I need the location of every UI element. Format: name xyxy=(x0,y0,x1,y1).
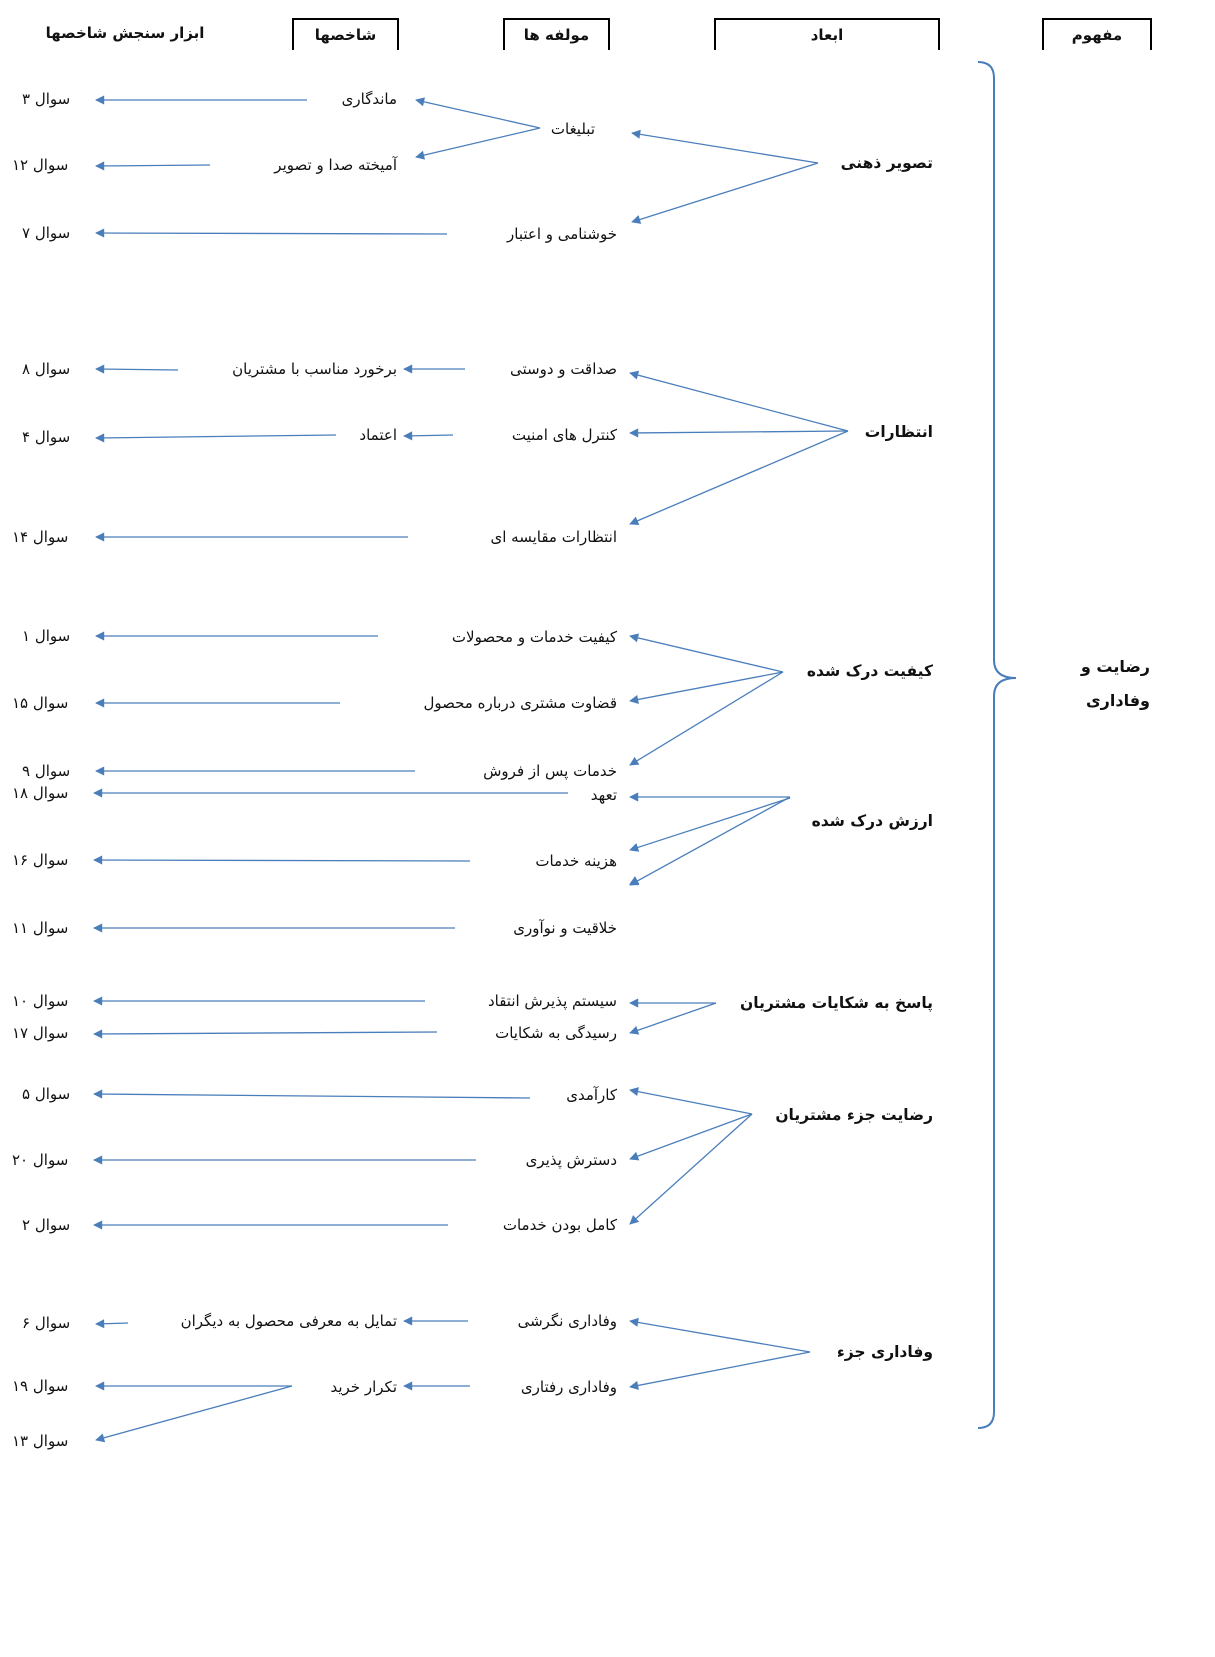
component-comparative: انتظارات مقایسه ای xyxy=(490,528,617,546)
concept-bracket xyxy=(977,61,1017,1429)
question-9: سوال ۹ xyxy=(22,762,71,780)
dimension-expectations: انتظارات xyxy=(864,423,933,441)
component-honesty: صداقت و دوستی xyxy=(510,360,617,378)
arrow-trust-q4 xyxy=(95,433,337,443)
arrow-value-commitment2 xyxy=(629,876,640,885)
question-15: سوال ۱۵ xyxy=(12,694,69,712)
arrow-ads-retention xyxy=(415,97,541,129)
header-components: مولفه ها xyxy=(503,18,610,50)
component-after-sales: خدمات پس از فروش xyxy=(483,762,617,780)
arrow-handling-q17 xyxy=(93,1029,438,1039)
arrow-image-reputation xyxy=(631,162,819,224)
arrow-quality-judgment xyxy=(629,671,784,704)
question-3: سوال ۳ xyxy=(22,90,71,108)
arrow-audiovisual-q12 xyxy=(95,161,211,171)
component-reputation: خوشنامی و اعتبار xyxy=(507,225,617,243)
indicator-retention: ماندگاری xyxy=(341,90,397,108)
question-20: سوال ۲۰ xyxy=(12,1151,69,1169)
component-ads: تبلیغات xyxy=(550,120,595,138)
component-behavioral: وفاداری رفتاری xyxy=(520,1378,617,1396)
indicator-repurchase: تکرار خرید xyxy=(330,1378,397,1396)
component-efficiency: کارآمدی xyxy=(566,1086,617,1104)
arrow-efficiency-q5 xyxy=(93,1089,531,1099)
arrow-exp-comparative xyxy=(629,430,849,525)
indicator-audio-visual: آمیخته صدا و تصویر xyxy=(274,156,397,174)
arrow-complaints-handling xyxy=(629,1002,717,1035)
component-completeness: کامل بودن خدمات xyxy=(502,1216,617,1234)
component-service-quality: کیفیت خدمات و محصولات xyxy=(451,628,617,646)
question-18: سوال ۱۸ xyxy=(12,784,69,802)
question-6: سوال ۶ xyxy=(22,1314,71,1332)
arrow-satisfaction-access xyxy=(629,1113,753,1161)
header-instrument: ابزار سنجش شاخصها xyxy=(45,24,205,42)
indicator-recommend: تمایل به معرفی محصول به دیگران xyxy=(180,1312,397,1330)
arrow-reputation-q7 xyxy=(95,228,448,238)
dimension-loyalty: وفاداری جزء xyxy=(836,1343,933,1361)
question-17: سوال ۱۷ xyxy=(12,1024,69,1042)
question-8: سوال ۸ xyxy=(22,360,71,378)
arrow-image-ads xyxy=(631,129,819,164)
indicator-trust: اعتماد xyxy=(359,426,397,444)
header-dimensions: ابعاد xyxy=(714,18,940,50)
arrow-recommend-q6 xyxy=(95,1319,129,1329)
component-attitudinal: وفاداری نگرشی xyxy=(517,1312,617,1330)
arrow-value-cost xyxy=(629,797,791,852)
header-concept: مفهوم xyxy=(1042,18,1152,50)
question-14: سوال ۱۴ xyxy=(12,528,69,546)
arrow-quality-service xyxy=(629,633,784,673)
question-1: سوال ۱ xyxy=(22,627,71,645)
arrow-value-commitment xyxy=(629,796,791,886)
arrow-quality-aftersales xyxy=(629,671,784,766)
component-criticism: سیستم پذیرش انتقاد xyxy=(487,992,617,1010)
dimension-value: ارزش درک شده xyxy=(811,812,933,830)
arrow-loyalty-behavioral xyxy=(629,1351,811,1390)
header-indicators: شاخصها xyxy=(292,18,399,50)
component-creativity: خلاقیت و نوآوری xyxy=(513,919,617,937)
component-commitment: تعهد xyxy=(590,786,617,804)
arrow-treatment-q8 xyxy=(95,364,179,374)
question-13: سوال ۱۳ xyxy=(12,1432,69,1450)
component-cost: هزینه خدمات xyxy=(535,852,617,870)
question-16: سوال ۱۶ xyxy=(12,851,69,869)
arrow-ads-audiovisual xyxy=(415,127,541,160)
component-accessibility: دسترش پذیری xyxy=(525,1151,617,1169)
component-security: کنترل های امنیت xyxy=(511,426,617,444)
indicator-treatment: برخورد مناسب با مشتریان xyxy=(232,360,397,378)
arrow-exp-security xyxy=(629,428,849,438)
dimension-image: تصویر ذهنی xyxy=(840,154,933,172)
question-4: سوال ۴ xyxy=(22,428,71,446)
dimension-complaints: پاسخ به شکایات مشتریان xyxy=(740,994,933,1012)
arrow-cost-q16 xyxy=(93,855,471,865)
arrow-satisfaction-efficiency xyxy=(629,1087,753,1115)
concept-label: رضایت و وفاداری xyxy=(1080,657,1150,710)
dimension-satisfaction: رضایت جزء مشتریان xyxy=(775,1106,933,1124)
dimension-quality: کیفیت درک شده xyxy=(806,662,933,680)
arrow-satisfaction-complete xyxy=(629,1113,753,1225)
arrow-security-trust xyxy=(403,431,454,441)
question-2: سوال ۲ xyxy=(22,1216,71,1234)
question-11: سوال ۱۱ xyxy=(12,919,69,937)
question-10: سوال ۱۰ xyxy=(12,992,69,1010)
arrow-repurchase-q13 xyxy=(95,1385,293,1443)
component-judgment: قضاوت مشتری درباره محصول xyxy=(423,694,617,712)
question-7: سوال ۷ xyxy=(22,224,71,242)
arrow-loyalty-attitudinal xyxy=(629,1317,811,1353)
question-12: سوال ۱۲ xyxy=(12,156,69,174)
question-19: سوال ۱۹ xyxy=(12,1377,69,1395)
component-handling: رسیدگی به شکایات xyxy=(495,1024,617,1042)
arrow-exp-honesty xyxy=(629,370,849,432)
question-5: سوال ۵ xyxy=(22,1085,71,1103)
